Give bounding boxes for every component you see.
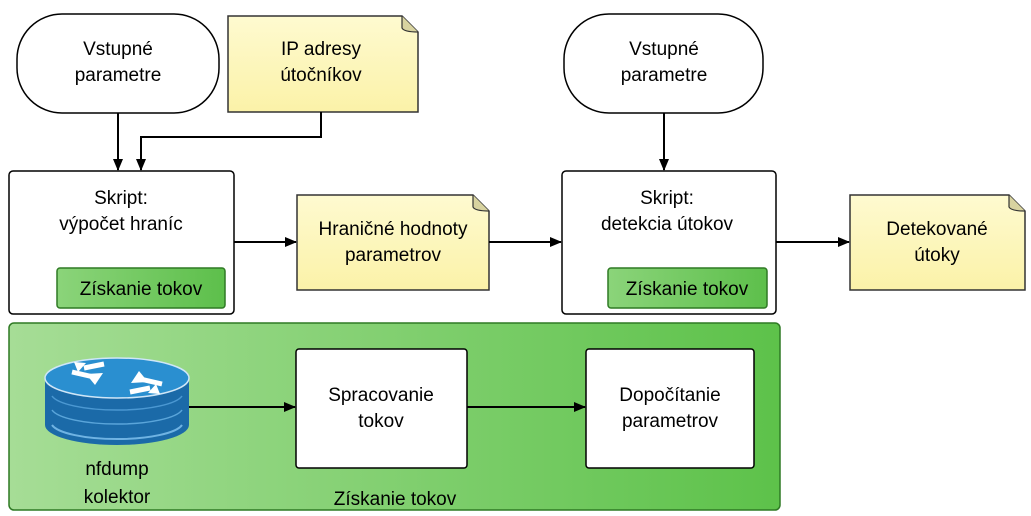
collector-label-line1: nfdump — [85, 459, 148, 480]
boundary-values-line1: Hraničné hodnoty — [319, 219, 468, 240]
flow-processing-line1: Spracovanie — [328, 385, 434, 406]
script-boundaries-box: Skript: výpočet hraníc Získanie tokov — [8, 170, 235, 315]
script-boundaries-tag-box — [56, 267, 226, 309]
router-icon — [44, 357, 190, 445]
detected-attacks-line1: Detekované — [886, 219, 987, 240]
boundary-values-note: Hraničné hodnoty parametrov — [296, 194, 490, 291]
script-boundaries-line2: výpočet hraníc — [59, 214, 183, 235]
input-params-2: Vstupné parametre — [563, 13, 764, 114]
input-params-1-line2: parametre — [75, 65, 162, 86]
input-params-2-line1: Vstupné — [629, 39, 699, 60]
flow-processing-box: Spracovanie tokov — [295, 348, 468, 469]
script-boundaries-tag: Získanie tokov — [80, 279, 203, 300]
input-params-1: Vstupné parametre — [16, 13, 220, 114]
input-params-1-line1: Vstupné — [83, 39, 153, 60]
script-detection-line2: detekcia útokov — [601, 214, 734, 235]
attacker-ips-line1: IP adresy — [281, 39, 361, 60]
script-detection-tag: Získanie tokov — [626, 279, 749, 300]
detected-attacks-line2: útoky — [914, 245, 960, 266]
attacker-ips-line2: útočníkov — [280, 65, 362, 86]
script-detection-line1: Skript: — [640, 188, 694, 209]
input-params-2-line2: parametre — [621, 65, 708, 86]
collector-label-line2: kolektor — [84, 487, 151, 508]
param-calc-line2: parametrov — [622, 411, 719, 432]
param-calc-line1: Dopočítanie — [619, 385, 720, 406]
flow-processing-line2: tokov — [358, 411, 404, 432]
container-label: Získanie tokov — [334, 489, 457, 510]
script-detection-box: Skript: detekcia útokov Získanie tokov — [561, 170, 777, 315]
detected-attacks-note: Detekované útoky — [849, 194, 1026, 291]
boundary-values-line2: parametrov — [345, 245, 442, 266]
arrow-ips-to-script — [136, 112, 322, 171]
script-boundaries-line1: Skript: — [94, 188, 148, 209]
param-calc-box: Dopočítanie parametrov — [585, 348, 755, 469]
script-detection-tag-box — [607, 267, 768, 309]
attacker-ips-note: IP adresy útočníkov — [227, 15, 419, 113]
